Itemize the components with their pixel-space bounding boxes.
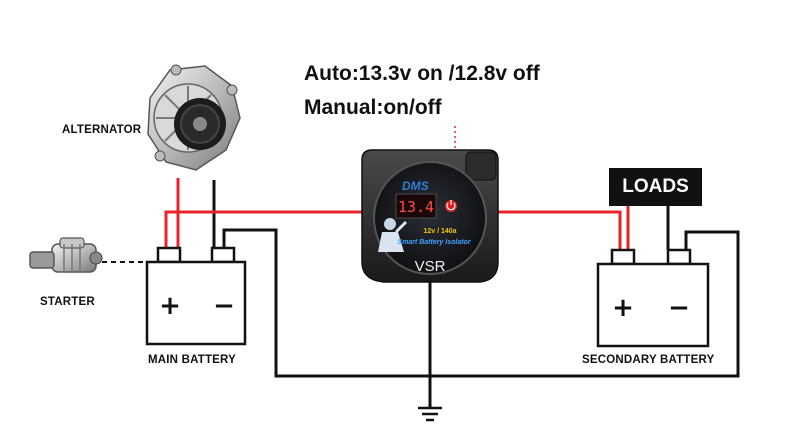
secondary-battery-positive-terminal: [610, 248, 636, 266]
auto-mode-label: Auto:13.3v on /12.8v off: [304, 62, 540, 85]
vsr-brand-logo: DMS: [402, 179, 429, 193]
vsr-display-value: 13.4: [398, 198, 434, 216]
main-battery-positive-terminal: [156, 246, 182, 264]
main-battery-label: MAIN BATTERY: [148, 354, 237, 366]
secondary-battery-plus-symbol: +: [612, 293, 634, 323]
main-battery-to-vsr-wire: [164, 210, 362, 250]
main-battery: [145, 246, 247, 346]
main-battery-minus-symbol: −: [213, 291, 235, 321]
vsr-rating-text: 12v / 140a: [423, 228, 456, 235]
loads-box: LOADS: [609, 168, 702, 206]
ground-symbol-icon: [418, 406, 442, 422]
secondary-battery-minus-symbol: −: [668, 293, 690, 323]
starter-label: STARTER: [40, 296, 95, 308]
mascot-icon: [378, 218, 408, 252]
main-battery-plus-symbol: +: [159, 291, 181, 321]
negative-wires: [212, 180, 740, 408]
alternator-icon: [147, 64, 241, 171]
secondary-battery: [596, 248, 710, 348]
loads-label: LOADS: [622, 176, 689, 197]
alternator-label: ALTERNATOR: [62, 124, 142, 136]
vsr-display-frame: [395, 193, 437, 219]
main-battery-body: [145, 260, 247, 346]
secondary-battery-negative-terminal: [666, 248, 692, 266]
positive-wires: [164, 178, 630, 250]
vsr-product-line-text: Smart Battery Isolator: [397, 239, 471, 246]
vsr-model-text: VSR: [415, 258, 446, 275]
secondary-battery-label: SECONDARY BATTERY: [582, 354, 715, 366]
vsr-to-secondary-battery-wire: [497, 210, 622, 250]
secondary-battery-body: [596, 262, 710, 348]
starter-icon: [29, 237, 103, 273]
manual-mode-label: Manual:on/off: [304, 96, 442, 119]
secondary-battery-ground-wire: [430, 230, 740, 378]
main-battery-negative-terminal: [210, 246, 236, 264]
main-battery-ground-wire: [222, 228, 430, 378]
vsr-unit: DMS 13.4 12v / 140a Smart Battery Isolat…: [361, 149, 499, 283]
